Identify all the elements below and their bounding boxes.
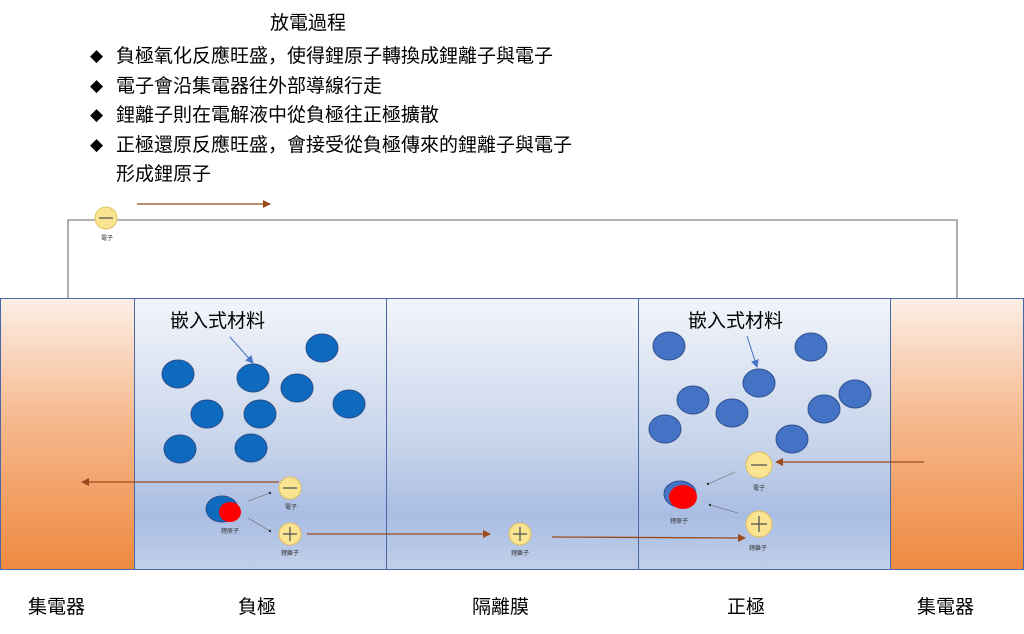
material-particle: [742, 368, 776, 398]
split-arrow: [247, 491, 272, 502]
bullet-text: 負極氧化反應旺盛，使得鋰原子轉換成鋰離子與電子: [116, 45, 554, 67]
cathode-lithium-atom: [663, 480, 697, 509]
diagram-title: 放電過程: [270, 12, 347, 34]
cathode-label: 正極: [727, 596, 766, 618]
material-particle: [234, 433, 268, 463]
bullet-item: ◆ 正極還原反應旺盛，會接受從負極傳來的鋰離子與電子: [90, 131, 572, 161]
cathode-electron-label: 電子: [753, 485, 766, 492]
diamond-bullet-icon: ◆: [90, 105, 104, 125]
material-particle: [648, 414, 682, 444]
diamond-bullet-icon: ◆: [90, 75, 104, 96]
ion-flow-arrow-to-cathode: [551, 533, 746, 542]
cathode-material-particles: [648, 331, 872, 454]
cathode-lithium-atom-label: 鋰原子: [670, 518, 689, 525]
anode-lithium-atom: [205, 495, 241, 523]
anode-lithium-ion: [278, 522, 302, 546]
anode-lithium-ion-label: 鋰離子: [281, 550, 300, 557]
cathode-lithium-ion-label: 鋰離子: [749, 545, 768, 552]
bullet-list: ◆ 負極氧化反應旺盛，使得鋰原子轉換成鋰離子與電子 ◆ 電子會沿集電器往外部導線…: [90, 42, 572, 190]
bullet-text: 電子會沿集電器往外部導線行走: [116, 74, 383, 97]
bullet-item: ◆ 鋰離子則在電解液中從負極往正極擴散: [90, 101, 572, 131]
material-particle: [280, 373, 314, 403]
material-particle: [794, 332, 828, 362]
material-particle: [676, 385, 710, 415]
anode-material-label: 嵌入式材料: [170, 310, 266, 332]
separator-label: 隔離膜: [472, 596, 530, 618]
material-particle: [332, 389, 366, 419]
anode-label: 負極: [238, 596, 277, 618]
bullet-item: ◆ 負極氧化反應旺盛，使得鋰原子轉換成鋰離子與電子: [90, 42, 572, 72]
cathode-lithium-ion: [745, 510, 773, 538]
anode-electron-label: 電子: [285, 504, 298, 511]
bullet-text: 正極還原反應旺盛，會接受從負極傳來的鋰離子與電子: [116, 133, 573, 156]
anode-material-pointer-arrow: [229, 336, 254, 364]
wire-electron: [94, 206, 118, 230]
material-particle: [652, 331, 686, 361]
material-particle: [161, 359, 195, 389]
material-particle: [807, 394, 841, 424]
cathode-material-label: 嵌入式材料: [688, 310, 784, 332]
material-particle: [838, 379, 872, 409]
anode-electron: [278, 476, 302, 500]
combine-arrow: [706, 471, 736, 486]
anode-lithium-atom-label: 鋰原子: [221, 528, 240, 535]
right-current-collector: [890, 298, 1024, 570]
combine-arrow: [708, 503, 739, 514]
material-particle: [775, 424, 809, 454]
material-particle: [163, 434, 197, 464]
split-arrow: [247, 517, 272, 533]
material-particle: [715, 398, 749, 428]
material-particle: [243, 399, 277, 429]
anode-material-particles: [161, 333, 366, 464]
separator-lithium-ion-label: 鋰離子: [511, 550, 530, 557]
left-collector-label: 集電器: [28, 596, 86, 618]
bullet-item: ◆ 電子會沿集電器往外部導線行走: [90, 72, 572, 102]
right-collector-label: 集電器: [917, 596, 975, 618]
cathode-electron: [745, 451, 773, 479]
material-particle: [190, 399, 224, 429]
external-wire: [67, 219, 958, 298]
wire-electron-label: 電子: [101, 235, 114, 242]
diamond-bullet-icon: ◆: [90, 46, 104, 66]
bullet-text: 鋰離子則在電解液中從負極往正極擴散: [116, 104, 440, 126]
material-particle: [305, 333, 339, 363]
diamond-bullet-icon: ◆: [90, 134, 104, 155]
material-particle: [236, 363, 270, 393]
cathode-material-pointer-arrow: [746, 335, 759, 368]
bullet-text-continuation: 形成鋰原子: [116, 163, 212, 185]
separator-lithium-ion: [508, 522, 532, 546]
